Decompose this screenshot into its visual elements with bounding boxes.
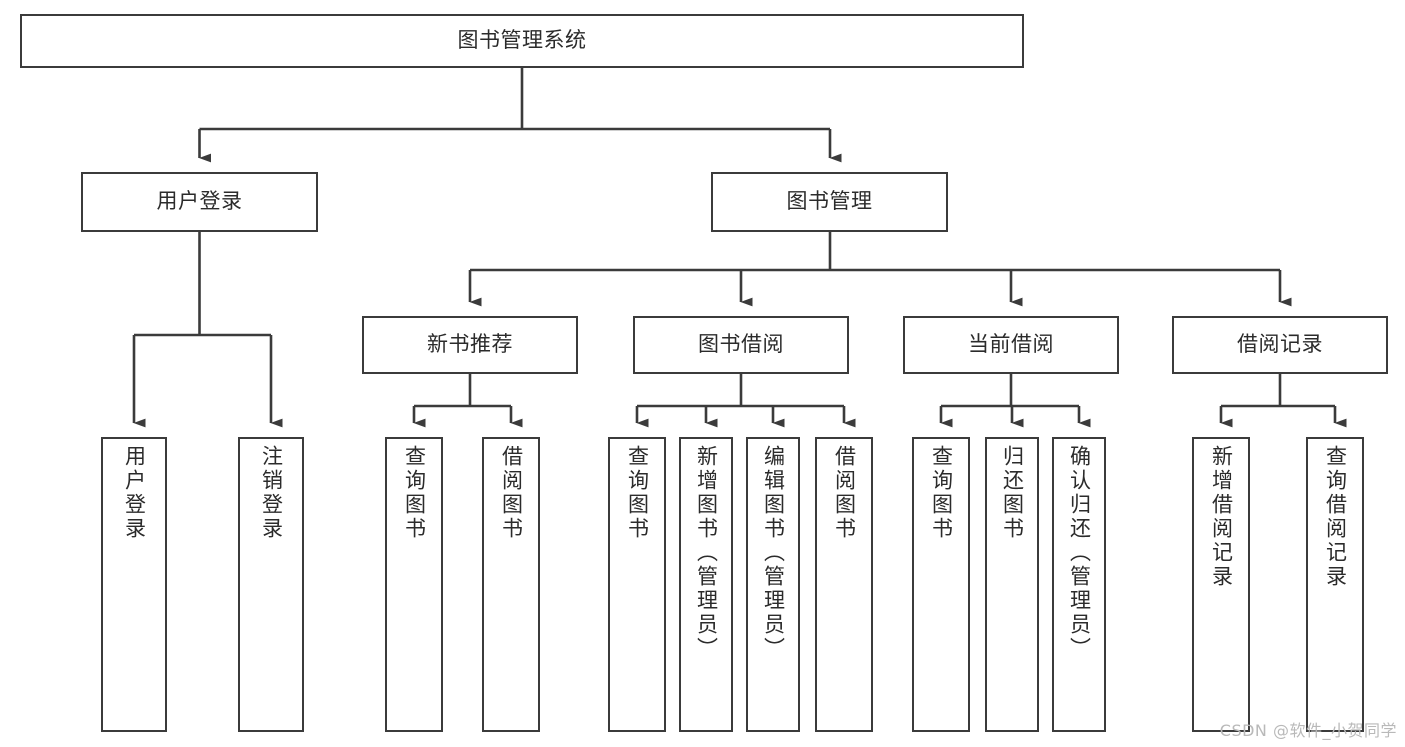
leaf-edit-book[interactable]: 编辑图书（管理员） (746, 437, 800, 732)
node-user-login[interactable]: 用户登录 (81, 172, 318, 232)
leaf-confirm-return[interactable]: 确认归还（管理员） (1052, 437, 1106, 732)
leaf-query-book-3-label: 查询图书 (929, 445, 954, 541)
leaf-user-login-label: 用户登录 (122, 445, 147, 541)
node-root-label: 图书管理系统 (457, 28, 587, 53)
leaf-user-logout-label: 注销登录 (259, 445, 284, 541)
leaf-query-book-1-label: 查询图书 (402, 445, 427, 541)
leaf-query-book-3[interactable]: 查询图书 (912, 437, 970, 732)
leaf-user-logout[interactable]: 注销登录 (238, 437, 304, 732)
leaf-confirm-return-label: 确认归还（管理员） (1067, 445, 1092, 661)
leaf-query-book-2-label: 查询图书 (625, 445, 650, 541)
leaf-add-record-label: 新增借阅记录 (1209, 445, 1234, 589)
leaf-borrow-book-2[interactable]: 借阅图书 (815, 437, 873, 732)
node-current-borrow-label: 当前借阅 (968, 332, 1054, 357)
node-new-book-recommend[interactable]: 新书推荐 (362, 316, 578, 374)
leaf-borrow-book-1[interactable]: 借阅图书 (482, 437, 540, 732)
node-book-borrow-label: 图书借阅 (698, 332, 784, 357)
node-book-management-label: 图书管理 (786, 189, 873, 214)
node-current-borrow[interactable]: 当前借阅 (903, 316, 1119, 374)
leaf-query-record[interactable]: 查询借阅记录 (1306, 437, 1364, 732)
leaf-return-book-label: 归还图书 (1000, 445, 1025, 541)
node-user-login-label: 用户登录 (156, 189, 243, 214)
node-borrow-records-label: 借阅记录 (1237, 332, 1323, 357)
node-root[interactable]: 图书管理系统 (20, 14, 1024, 68)
leaf-edit-book-label: 编辑图书（管理员） (761, 445, 786, 661)
leaf-add-book[interactable]: 新增图书（管理员） (679, 437, 733, 732)
leaf-query-book-1[interactable]: 查询图书 (385, 437, 443, 732)
leaf-query-record-label: 查询借阅记录 (1323, 445, 1348, 589)
leaf-return-book[interactable]: 归还图书 (985, 437, 1039, 732)
leaf-add-record[interactable]: 新增借阅记录 (1192, 437, 1250, 732)
csdn-watermark: CSDN @软件_小贺同学 (1219, 721, 1397, 740)
node-book-borrow[interactable]: 图书借阅 (633, 316, 849, 374)
leaf-add-book-label: 新增图书（管理员） (694, 445, 719, 661)
node-new-book-recommend-label: 新书推荐 (427, 332, 513, 357)
leaf-borrow-book-1-label: 借阅图书 (499, 445, 524, 541)
node-book-management[interactable]: 图书管理 (711, 172, 948, 232)
leaf-borrow-book-2-label: 借阅图书 (832, 445, 857, 541)
leaf-user-login[interactable]: 用户登录 (101, 437, 167, 732)
leaf-query-book-2[interactable]: 查询图书 (608, 437, 666, 732)
node-borrow-records[interactable]: 借阅记录 (1172, 316, 1388, 374)
